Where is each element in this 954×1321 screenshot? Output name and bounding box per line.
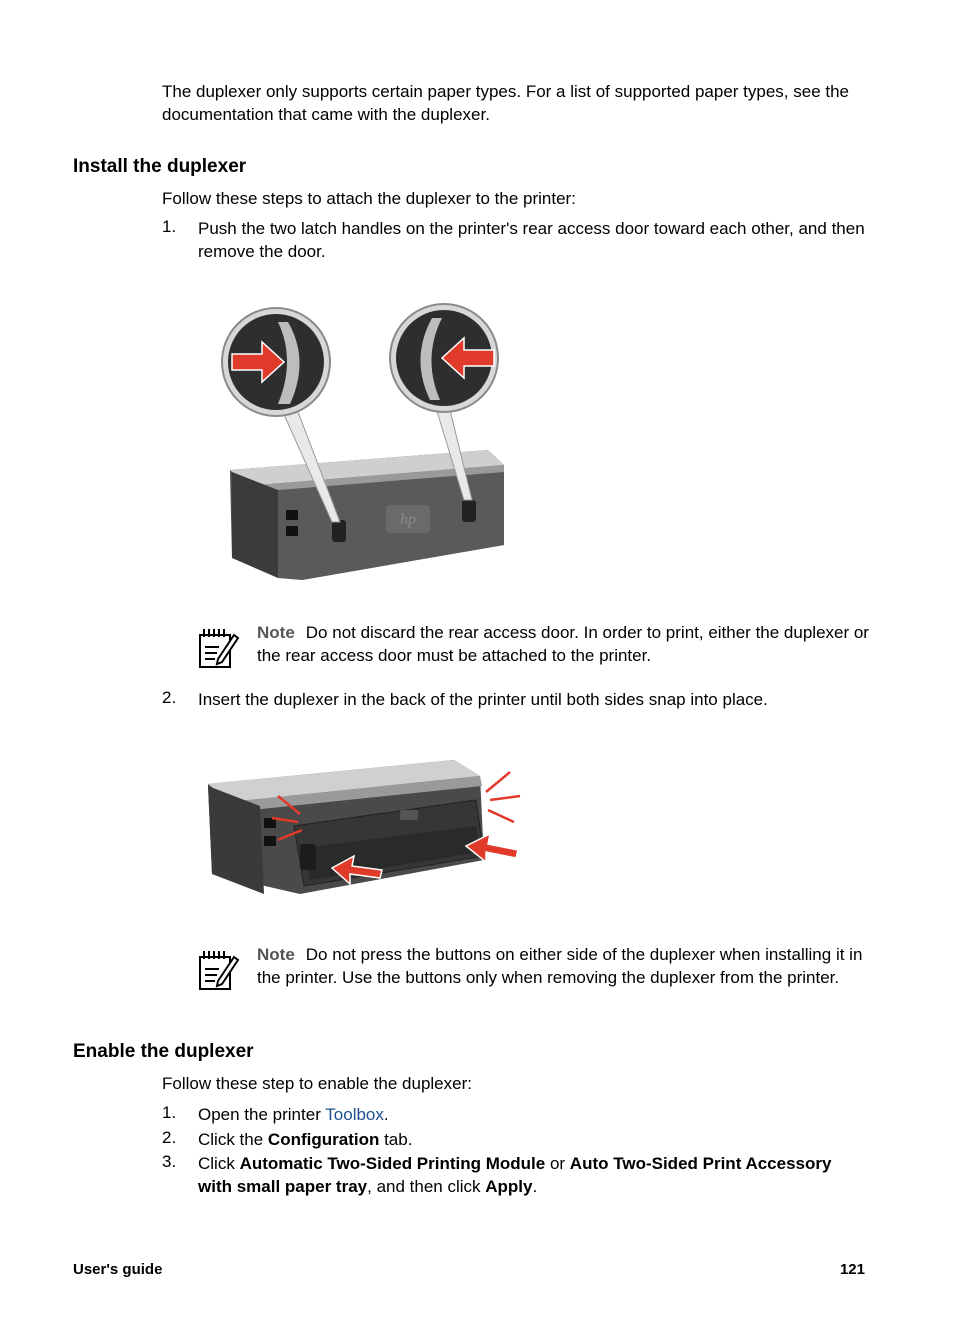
note-body: Do not press the buttons on either side … xyxy=(257,945,863,987)
step-text: Click the Configuration tab. xyxy=(198,1128,870,1151)
step-text: Click Automatic Two-Sided Printing Modul… xyxy=(198,1152,870,1198)
toolbox-link[interactable]: Toolbox xyxy=(325,1105,384,1124)
note-label: Note xyxy=(257,945,295,964)
step-text-part: Click xyxy=(198,1154,240,1173)
enable-heading: Enable the duplexer xyxy=(73,1041,254,1062)
step-number: 1. xyxy=(162,1103,177,1122)
step-number: 2. xyxy=(162,1128,177,1147)
note-label: Note xyxy=(257,623,295,642)
step-text-part: or xyxy=(545,1154,570,1173)
option-name: Auto Two-Sided Print Accessory with smal… xyxy=(198,1154,832,1196)
step-text: Insert the duplexer in the back of the p… xyxy=(198,690,768,709)
step-text: Push the two latch handles on the printe… xyxy=(198,219,865,261)
step-text-part: Click the xyxy=(198,1130,268,1149)
page-number: 121 xyxy=(839,1261,865,1278)
configuration-tab-name: Configuration xyxy=(267,1130,380,1149)
step-text-part: Open the printer xyxy=(198,1105,326,1124)
option-name: Automatic Two-Sided Printing Module xyxy=(239,1154,546,1173)
printer-rear-door-illustration: hp xyxy=(218,300,510,584)
intro-paragraph: The duplexer only supports certain paper… xyxy=(162,82,849,124)
step-number: 2. xyxy=(162,688,177,707)
step-text-part: . xyxy=(532,1177,538,1196)
step-text-part: , and then click xyxy=(367,1177,486,1196)
step-number: 3. xyxy=(162,1152,177,1171)
install-heading: Install the duplexer xyxy=(73,156,247,177)
step-text-part: tab. xyxy=(379,1130,413,1149)
step-text-part: . xyxy=(383,1105,389,1124)
apply-button-name: Apply xyxy=(485,1177,533,1196)
install-lead: Follow these steps to attach the duplexe… xyxy=(162,189,576,208)
note-icon xyxy=(196,625,240,669)
note-body: Do not discard the rear access door. In … xyxy=(257,623,869,665)
hp-logo-text: hp xyxy=(400,511,416,528)
duplexer-insert-illustration xyxy=(204,756,524,898)
enable-lead: Follow these step to enable the duplexer… xyxy=(162,1074,472,1093)
step-text: Open the printer Toolbox. xyxy=(198,1103,870,1126)
note-icon xyxy=(196,947,240,991)
footer-title: User's guide xyxy=(73,1261,163,1278)
step-number: 1. xyxy=(162,217,177,236)
